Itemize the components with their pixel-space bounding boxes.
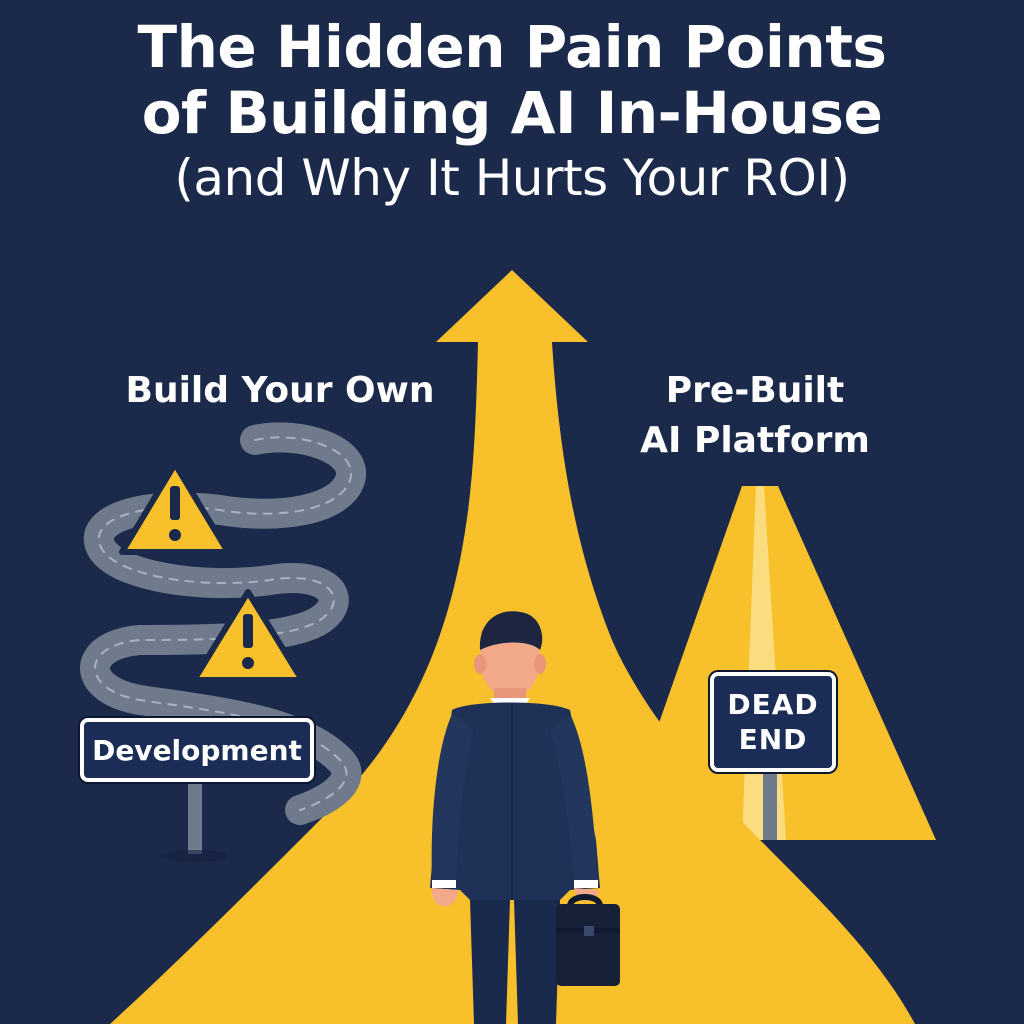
businessman-figure [430, 611, 600, 1024]
winding-road [80, 422, 366, 825]
pre-built-platform-label: Pre-Built AI Platform [600, 366, 910, 466]
briefcase-icon [556, 894, 620, 986]
dead-end-road [618, 486, 936, 840]
build-your-own-label: Build Your Own [125, 370, 435, 411]
pre-built-label-line-1: Pre-Built [665, 370, 845, 411]
warning-triangle-icon [191, 589, 305, 683]
pre-built-label-line-2: AI Platform [640, 420, 870, 461]
warning-triangle-icon [119, 461, 231, 555]
title-block: The Hidden Pain Points of Building AI In… [0, 14, 1024, 210]
development-sign: Development [80, 718, 314, 782]
subtitle-line: (and Why It Hurts Your ROI) [174, 149, 850, 207]
title-line-1: The Hidden Pain Points [137, 13, 887, 81]
development-sign-post [188, 774, 202, 854]
dead-end-sign-line-1: DEAD [727, 688, 819, 721]
title-line-2: of Building AI In-House [141, 79, 883, 147]
dead-end-sign-post [763, 764, 777, 840]
dead-end-sign-line-2: END [738, 723, 808, 756]
dead-end-sign: DEAD END [710, 672, 836, 772]
